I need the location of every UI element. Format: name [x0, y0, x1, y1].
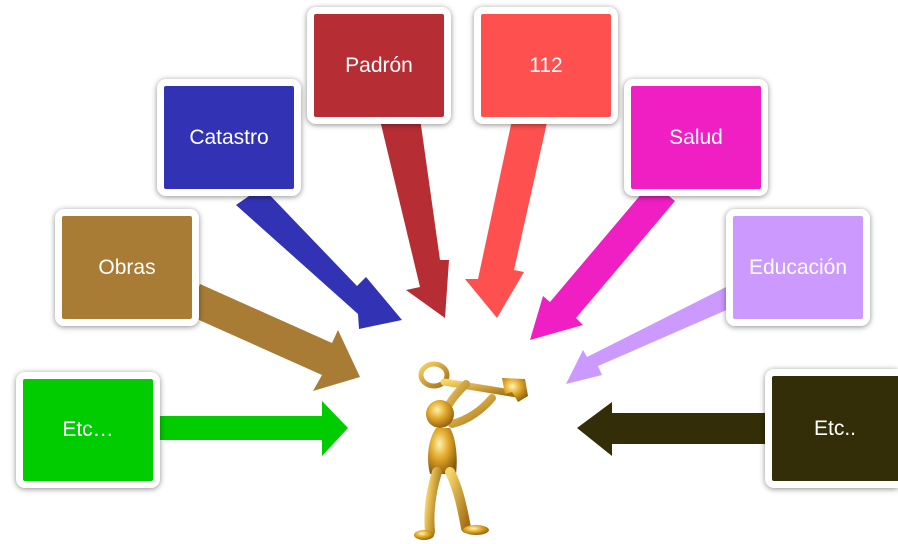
arrow-salud [530, 183, 675, 340]
node-label: 112 [529, 53, 563, 77]
arrow-112 [465, 118, 548, 318]
node-112: 112 [474, 7, 618, 124]
arrow-obras [190, 284, 360, 391]
arrow-padron [377, 118, 449, 318]
node-label: Educación [748, 255, 848, 279]
node-label: Etc.. [813, 416, 856, 440]
node-obras: Obras [55, 209, 199, 326]
node-etc-left: Etc… [16, 372, 160, 488]
node-padron: Padrón [307, 7, 451, 124]
arrow-catastro [236, 187, 402, 329]
node-label: Salud [669, 125, 723, 149]
node-label: Etc… [62, 418, 114, 441]
arrow-educacion [566, 282, 738, 384]
node-etc-right: Etc.. [765, 369, 898, 488]
node-salud: Salud [624, 79, 768, 196]
key-figure-icon [414, 361, 528, 540]
node-label: Catastro [189, 125, 269, 149]
node-catastro: Catastro [157, 79, 301, 196]
arrow-etc-left [160, 401, 348, 456]
node-label: Padrón [345, 53, 413, 77]
node-label: Obras [98, 255, 156, 279]
arrow-etc-right [577, 402, 772, 456]
node-educacion: Educación [726, 209, 870, 326]
